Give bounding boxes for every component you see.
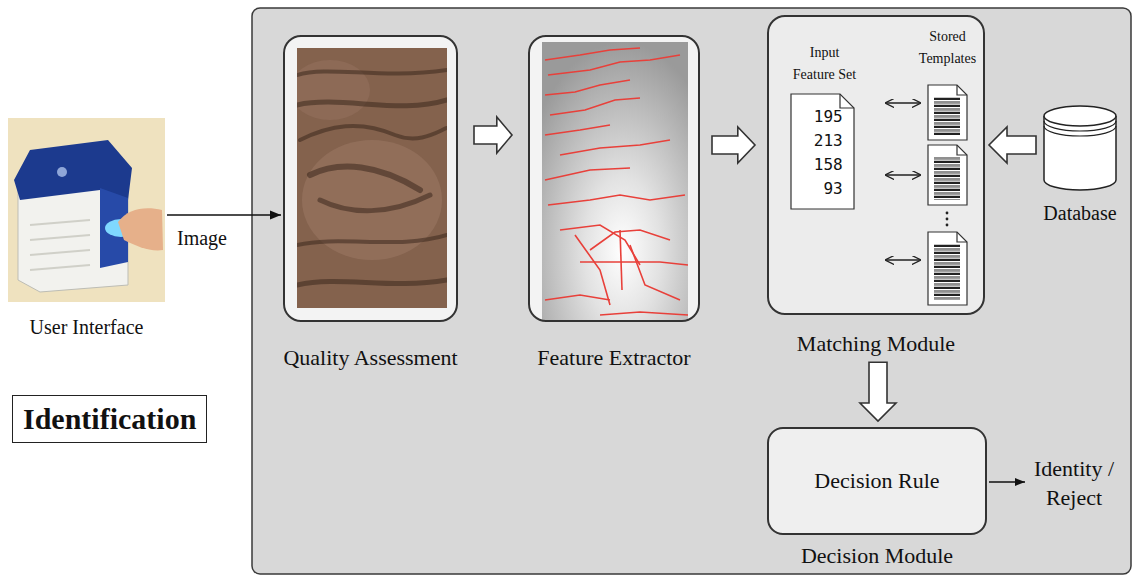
database-shape	[1040, 104, 1120, 192]
mode-title: Identification	[23, 398, 196, 440]
decision-box: Decision Rule	[767, 427, 987, 535]
module-label: Quality Assessment	[243, 345, 498, 370]
feature-values: 195 213 158 93	[808, 93, 843, 201]
block-arrow	[860, 362, 896, 421]
ellipsis-dots	[946, 212, 949, 227]
module-label: Matching Module	[727, 331, 1025, 356]
module-label: Decision Module	[727, 543, 1027, 568]
database: Database	[1040, 104, 1120, 225]
edge-label: Image	[177, 227, 227, 250]
document-icon: 195 213 158 93	[790, 93, 855, 210]
minutiae-image	[528, 35, 700, 322]
mode-box: Identification	[12, 395, 207, 443]
template-icon	[928, 85, 967, 305]
group-label: Stored Templates	[905, 26, 990, 71]
module-label: Database	[1000, 202, 1134, 225]
module-label: User Interface	[0, 316, 205, 339]
decision-module: Decision RuleDecision Module	[767, 427, 987, 568]
flow-arrow	[167, 214, 281, 216]
scanner-photo	[8, 118, 165, 302]
raw-fingerprint-image	[283, 35, 458, 322]
module-box: Feature Extractor	[528, 35, 700, 370]
module-frame	[528, 35, 700, 322]
feature-heading: Input Feature Set	[787, 42, 862, 85]
output-label: Identity / Reject	[1027, 455, 1121, 512]
system-panel	[252, 8, 1131, 574]
module-frame	[283, 35, 458, 322]
module-box: Quality Assessment	[283, 35, 458, 370]
block-arrow	[474, 117, 512, 153]
rule-text: Decision Rule	[814, 468, 939, 494]
barcode	[934, 97, 960, 300]
module-label: Feature Extractor	[488, 345, 740, 370]
photo-area	[8, 118, 165, 302]
feature-set: Input Feature Set 195 213 158 93	[787, 42, 862, 210]
user-interface: User Interface	[8, 118, 165, 339]
compare-arrow	[886, 103, 920, 260]
block-arrow	[989, 127, 1036, 163]
output-arrow	[989, 481, 1025, 483]
block-arrow	[712, 127, 755, 163]
database-cylinder	[1040, 104, 1120, 192]
